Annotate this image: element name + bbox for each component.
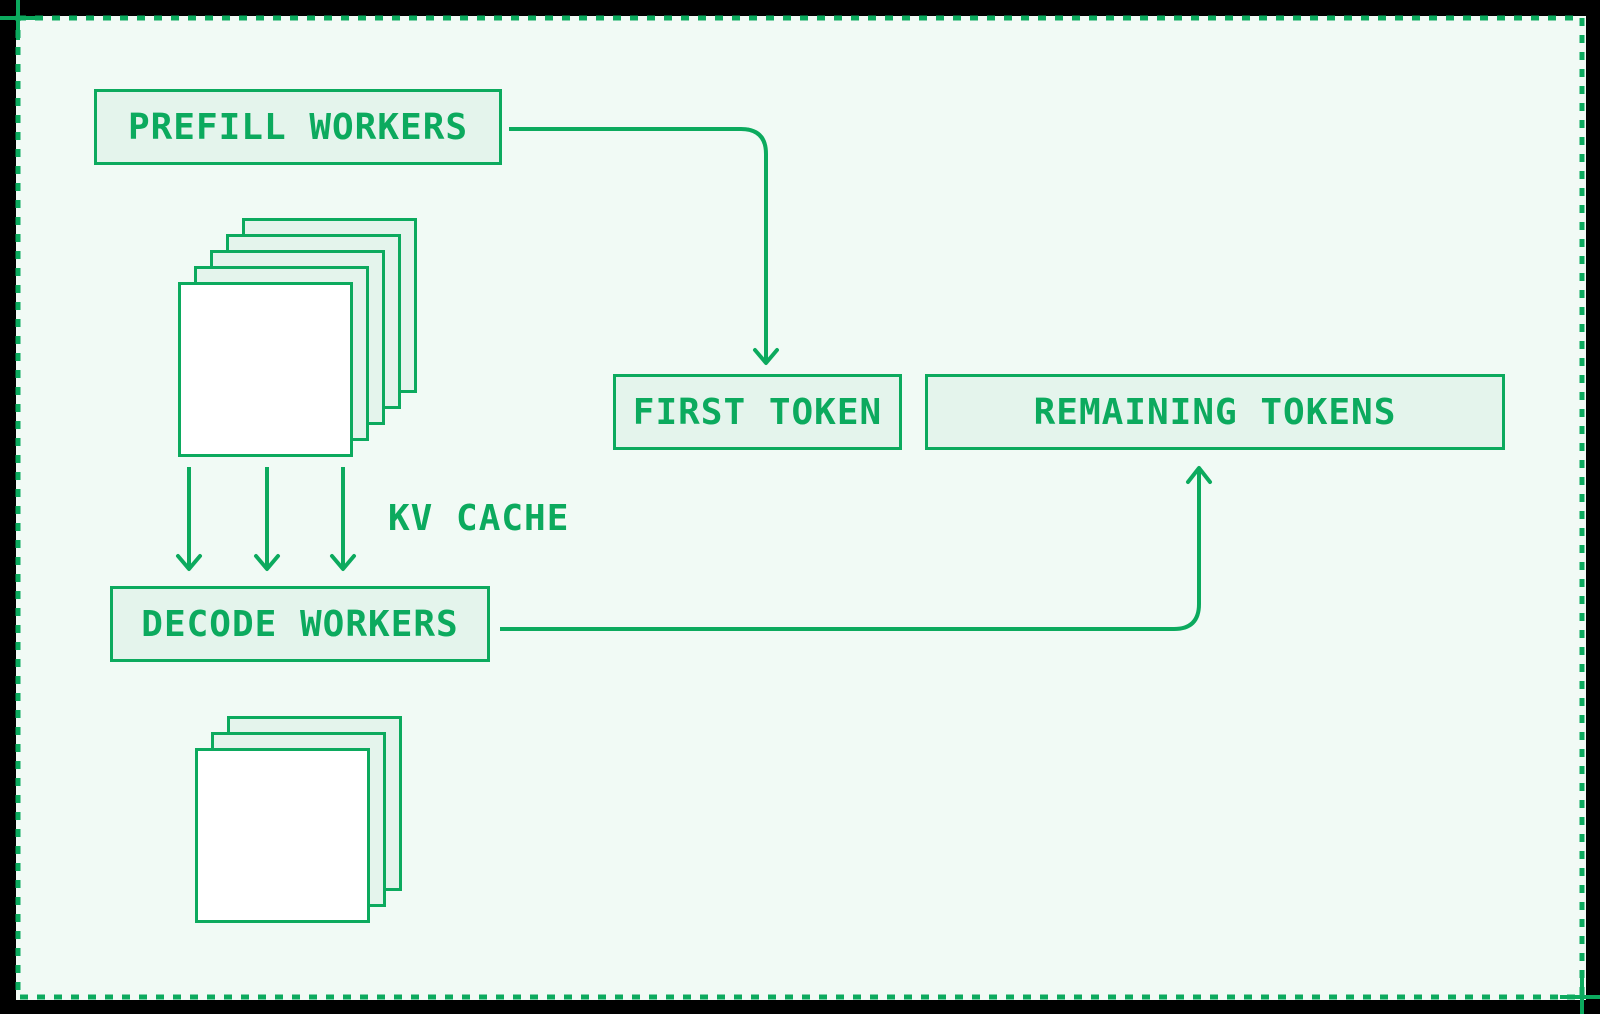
prefill-worker-stack — [178, 218, 417, 457]
decode-workers-node: DECODE WORKERS — [110, 586, 490, 662]
first-token-label: FIRST TOKEN — [632, 391, 883, 433]
kv-cache-label: KV CACHE — [388, 498, 570, 539]
remaining-tokens-label: REMAINING TOKENS — [1033, 391, 1397, 433]
first-token-node: FIRST TOKEN — [613, 374, 902, 450]
remaining-tokens-node: REMAINING TOKENS — [925, 374, 1505, 450]
prefill-workers-node: PREFILL WORKERS — [94, 89, 502, 165]
decode-worker-stack — [195, 716, 402, 923]
worker-card — [178, 282, 353, 457]
worker-card — [195, 748, 370, 923]
decode-workers-label: DECODE WORKERS — [141, 603, 459, 645]
prefill-workers-label: PREFILL WORKERS — [127, 106, 469, 148]
